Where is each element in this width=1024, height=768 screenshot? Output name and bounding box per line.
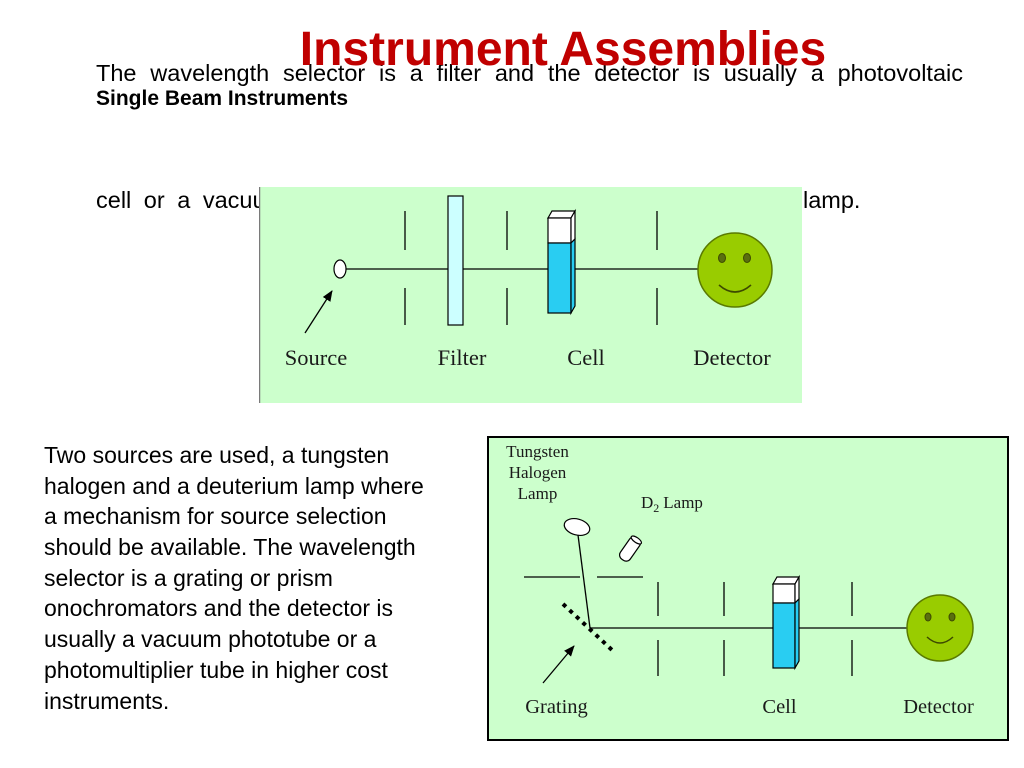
detector-face-icon [906,594,974,662]
label-detector: Detector [903,696,974,718]
continuation-text-right: lamp. [803,187,861,213]
single-beam-diagram: Source Filter Cell Detector [259,187,802,403]
description-line: onochromators and the detector is [44,595,394,622]
label-cell: Cell [567,345,605,370]
cuvette-solution [547,242,572,314]
intro-text: The wavelength selector is a filter and … [96,60,963,86]
description-line: halogen and a deuterium lamp where [44,472,424,499]
grating-arrow [542,645,575,684]
description-line: Two sources are used, a tungsten [44,442,390,468]
label-source: Source [285,345,347,370]
description-paragraph: Two sources are used, a tungsten halogen… [44,440,424,716]
continuation-text-left: cell or a vacuu [96,187,266,213]
label-lamp: Lamp [518,484,558,503]
slide-title: Instrument Assemblies [299,23,827,76]
diagram-frame [487,436,1009,741]
double-source-diagram: Tungsten Halogen Lamp D2 Lamp Grating Cel… [487,436,1009,741]
d2-lamp-tube [618,535,643,562]
source-lamp [333,259,347,279]
cuvette [546,208,577,316]
description-line: selector is a grating or prism [44,564,333,591]
description-line: should be available. The wavelength [44,534,416,561]
label-detector: Detector [693,345,771,370]
tungsten-lamp-bulb [563,517,591,537]
detector-face-icon [697,232,773,308]
description-line: photomultiplier tube in higher cost [44,656,388,683]
cuvette [771,574,801,671]
label-grating: Grating [525,696,588,718]
label-filter: Filter [438,345,487,370]
description-line: usually a vacuum phototube or a [44,626,377,653]
filter [447,195,464,326]
grating [561,602,614,652]
label-tungsten: Tungsten [506,442,569,461]
label-d2-subscript: 2 [653,501,659,515]
description-line: a mechanism for source selection [44,503,387,530]
source-arrow [304,290,333,334]
label-d2-lamp: D2 Lamp [641,493,703,515]
section-heading: Single Beam Instruments [96,87,349,110]
label-d2-rest: Lamp [663,493,703,512]
description-line: instruments. [44,687,170,714]
label-d2-main: D [641,493,653,512]
lamp-beam [577,534,591,629]
cuvette-solution [772,602,796,669]
label-cell: Cell [762,696,796,718]
label-halogen: Halogen [509,463,567,482]
